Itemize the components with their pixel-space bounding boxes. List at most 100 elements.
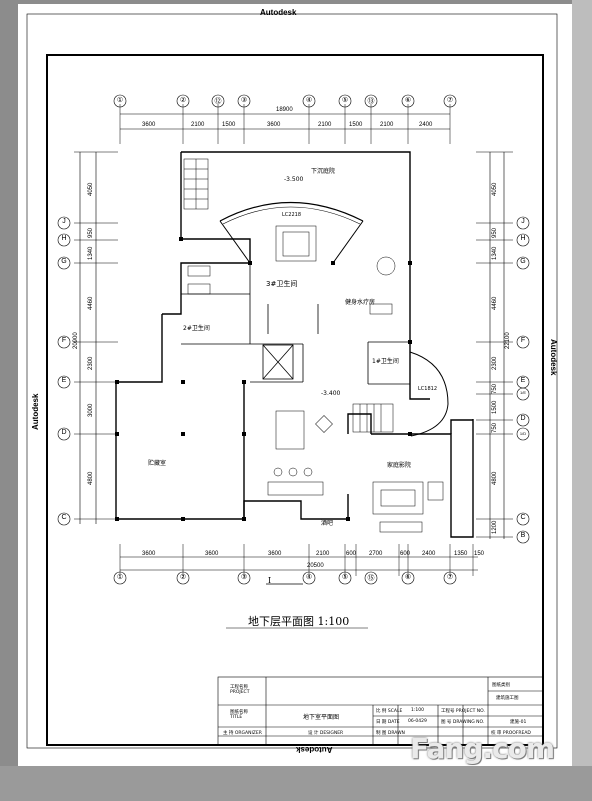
- right-dim-total: 22100: [505, 332, 511, 349]
- building-walls: [115, 151, 474, 538]
- plan-title: 地下层平面图 1:100: [248, 615, 350, 628]
- right-dim-10: 1200: [492, 520, 498, 534]
- bottom-dim-total: 20500: [307, 563, 324, 569]
- autodesk-label-right: Autodesk: [549, 339, 558, 376]
- left-dim-2: 950: [88, 227, 94, 238]
- top-axis-4: ③: [240, 97, 248, 104]
- tb-date-value: 06-0429: [408, 719, 427, 724]
- top-dim-5: 2100: [318, 122, 332, 128]
- top-dim-total: 18900: [276, 107, 293, 113]
- right-dim-6: 750: [492, 383, 498, 394]
- bottom-dim-6: 2700: [369, 551, 383, 557]
- tb-designer-label: 设 计 DESIGNER: [308, 731, 344, 736]
- right-dim-5: 2300: [492, 356, 498, 370]
- window-label-lc1812: LC1812: [418, 386, 438, 392]
- tb-drawing-no-value: 建施-01: [510, 720, 527, 725]
- right-gray-band: [572, 0, 592, 801]
- fang-watermark: Fang.com: [410, 732, 555, 765]
- right-axis-1E: 1/E: [519, 390, 526, 395]
- right-dim-3: 1340: [492, 246, 498, 260]
- top-axis-3: ⑫: [214, 98, 222, 105]
- right-axis-H: H: [520, 235, 526, 242]
- autodesk-label-top: Autodesk: [260, 8, 297, 17]
- bottom-axis-2: ②: [179, 574, 187, 581]
- left-axis-F: F: [61, 337, 67, 344]
- tb-category-value: 建筑施工图: [496, 696, 519, 701]
- drawing-sheet: Autodesk Autodesk Autodesk Autodesk ① ② …: [18, 4, 572, 766]
- level-label-2: -3.400: [321, 390, 341, 397]
- bottom-dim-7: 600: [400, 551, 411, 557]
- title-block: [217, 676, 544, 746]
- autodesk-label-left: Autodesk: [31, 393, 40, 430]
- tb-organizer-label: 主 持 ORGANIZER: [223, 731, 262, 736]
- bottom-dim-1: 3600: [142, 551, 156, 557]
- right-axis-C: C: [520, 514, 526, 521]
- top-dim-6: 1500: [349, 122, 363, 128]
- section-mark: I: [268, 576, 272, 585]
- bottom-axis-7: ⑥: [404, 574, 412, 581]
- top-dim-1: 3600: [142, 122, 156, 128]
- tb-category-label: 图纸类别: [492, 683, 510, 688]
- tb-project-no-label: 工程号 PROJECT NO.: [441, 709, 485, 714]
- left-axis-E: E: [61, 377, 67, 384]
- left-dim-1: 4050: [88, 182, 94, 196]
- tb-project-label: 工程名称 PROJECT: [230, 685, 250, 695]
- bottom-dim-8: 2400: [422, 551, 436, 557]
- bottom-dim-9: 1350: [454, 551, 468, 557]
- room-garden-label: 下沉庭院: [311, 168, 336, 175]
- left-dim-4: 4460: [88, 296, 94, 310]
- bottom-dim-10: 150: [474, 551, 485, 557]
- bottom-axis-5: ⑤: [341, 574, 349, 581]
- room-gym-label: 健身水疗房: [345, 299, 376, 306]
- room-bath2-label: 2#卫生间: [183, 325, 210, 332]
- left-dim-3: 1340: [88, 246, 94, 260]
- room-bar-label: 酒吧: [321, 520, 334, 527]
- tb-drawing-name-label: 图纸名称 TITLE: [230, 710, 248, 720]
- top-axis-9: ⑦: [446, 97, 454, 104]
- tb-drawing-name: 地下室平面图: [303, 714, 340, 721]
- tb-drawing-no-label: 图 号 DRAWING NO.: [441, 720, 485, 725]
- top-axis-2: ②: [179, 97, 187, 104]
- bottom-dim-4: 2100: [316, 551, 330, 557]
- window-label-lc2218: LC2218: [282, 212, 302, 218]
- left-axis-C: C: [61, 514, 67, 521]
- right-axis-D: D: [520, 415, 526, 422]
- outer-frame: [26, 13, 558, 749]
- furniture: [187, 225, 444, 533]
- top-axis-8: ⑥: [404, 97, 412, 104]
- bottom-dim-3: 3600: [268, 551, 282, 557]
- floor-plan-drawing: [26, 13, 558, 749]
- left-axis-H: H: [61, 235, 67, 242]
- bottom-axis-3: ③: [240, 574, 248, 581]
- left-axis-G: G: [61, 258, 67, 265]
- top-dim-3: 1500: [222, 122, 236, 128]
- right-axis-G: G: [520, 258, 526, 265]
- bottom-axis-1: ①: [116, 574, 124, 581]
- room-bath1-label: 1#卫生间: [372, 358, 399, 365]
- bottom-dim-2: 3600: [205, 551, 219, 557]
- right-dim-7: 1500: [492, 400, 498, 414]
- left-axis-D: D: [61, 429, 67, 436]
- bottom-axis-4: ④: [305, 574, 313, 581]
- level-label-1: -3.500: [284, 176, 304, 183]
- right-axis-1D: 1/D: [519, 431, 527, 436]
- tb-scale-value: 1:100: [411, 708, 424, 713]
- tb-drawn-label: 制 图 DRAWN: [376, 731, 405, 736]
- room-bath3-label: 3#卫生间: [266, 280, 298, 288]
- right-dim-4: 4460: [492, 296, 498, 310]
- tb-scale-label: 比 例 SCALE: [376, 709, 403, 714]
- top-axis-7: ⑬: [367, 98, 375, 105]
- bottom-gray-band: [0, 766, 592, 801]
- top-dim-7: 2100: [380, 122, 394, 128]
- right-axis-B: B: [520, 532, 526, 539]
- right-axis-F: F: [520, 337, 526, 344]
- bottom-axis-8: ⑦: [446, 574, 454, 581]
- right-dim-8: 750: [492, 422, 498, 433]
- right-dim-9: 4800: [492, 471, 498, 485]
- right-dim-2: 950: [492, 227, 498, 238]
- right-axis-E: E: [520, 377, 526, 384]
- right-axis-J: J: [521, 218, 525, 225]
- top-axis-5: ④: [305, 97, 313, 104]
- bottom-dim-5: 600: [346, 551, 357, 557]
- autodesk-label-bottom: Autodesk: [296, 745, 333, 754]
